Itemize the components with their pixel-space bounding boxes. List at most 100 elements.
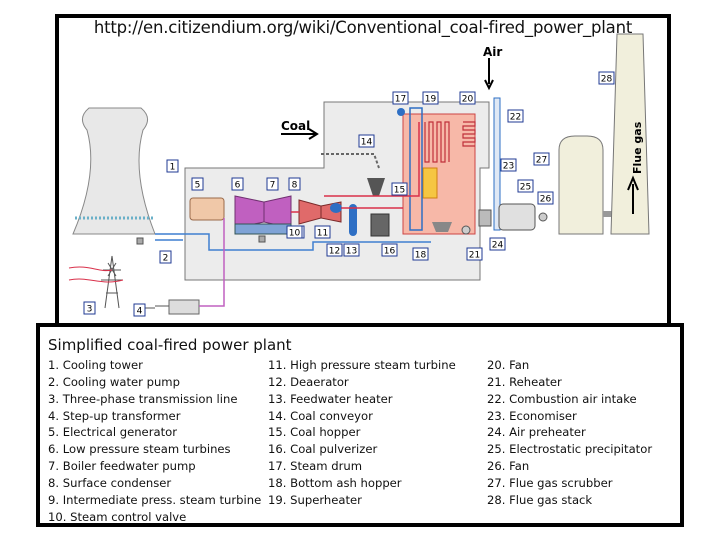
callout-number-1: 1: [170, 163, 176, 173]
legend-item: 5. Electrical generator: [48, 425, 177, 440]
coal-arrow: [281, 128, 319, 140]
reheater: [462, 121, 476, 147]
callout-number-26: 26: [540, 195, 552, 205]
callout-number-3: 3: [87, 305, 93, 315]
legend-item: 19. Superheater: [268, 492, 362, 507]
coal-conveyor: [321, 153, 380, 169]
callout-box-19: [422, 91, 439, 105]
callout-box-20: [459, 91, 476, 105]
legend-item: 26. Fan: [487, 459, 530, 474]
callout-number-15: 15: [394, 186, 405, 196]
callout-number-6: 6: [235, 181, 241, 191]
callout-number-10: 10: [289, 229, 301, 239]
callout-box-26: [537, 191, 554, 205]
callout-number-23: 23: [503, 162, 514, 172]
legend-item: 15. Coal hopper: [268, 425, 361, 440]
coal-pulverizer: [370, 213, 390, 237]
legend-column-1: 1. Cooling tower 2. Cooling water pump 3…: [48, 357, 261, 525]
callout-box-2: [159, 250, 172, 264]
callout-number-28: 28: [601, 75, 613, 85]
legend-item: 24. Air preheater: [487, 425, 586, 440]
legend-item: 28. Flue gas stack: [487, 492, 593, 507]
callout-box-5: [191, 177, 204, 191]
legend-item: 7. Boiler feedwater pump: [48, 459, 196, 474]
diagram-panel: Flue gas Coal Air 1234567891011121314151…: [55, 14, 671, 328]
callout-number-7: 7: [270, 181, 276, 191]
legend-item: 22. Combustion air intake: [487, 391, 637, 406]
cooling-water-pipes: [155, 233, 431, 251]
superheater: [424, 121, 450, 163]
fan-20: [461, 225, 471, 235]
legend-item: 18. Bottom ash hopper: [268, 475, 402, 490]
callout-box-10: [286, 225, 303, 239]
callout-box-1: [166, 159, 179, 173]
callout-box-24: [489, 237, 506, 251]
coal-hopper: [367, 178, 385, 196]
air-arrow: [484, 58, 494, 91]
callout-number-12: 12: [329, 247, 340, 257]
legend-title: Simplified coal-fired power plant: [48, 336, 292, 354]
legend-item: 14. Coal conveyor: [268, 408, 373, 423]
callout-layer: 1234567891011121314151617181920212223242…: [83, 71, 615, 317]
callout-number-13: 13: [346, 247, 357, 257]
callout-box-12: [326, 243, 343, 257]
callout-box-15: [391, 182, 408, 196]
feedwater-pump: [258, 235, 266, 243]
legend-item: 4. Step-up transformer: [48, 408, 181, 423]
callout-box-22: [507, 109, 524, 123]
callout-number-16: 16: [384, 247, 396, 257]
callout-box-28: [598, 71, 615, 85]
callout-box-18: [412, 247, 429, 261]
legend-item: 1. Cooling tower: [48, 358, 143, 372]
water-walls: [409, 107, 423, 231]
callout-number-25: 25: [520, 183, 531, 193]
legend-item: 23. Economiser: [487, 408, 577, 423]
callout-number-19: 19: [425, 95, 437, 105]
air-intake-duct: [493, 97, 501, 231]
callout-number-2: 2: [163, 254, 169, 264]
cooling-water-pump: [136, 237, 144, 245]
callout-box-21: [466, 247, 483, 261]
legend-item: 21. Reheater: [487, 374, 562, 389]
callout-box-25: [517, 179, 534, 193]
callout-number-11: 11: [317, 229, 328, 239]
callout-number-22: 22: [510, 113, 521, 123]
callout-number-17: 17: [395, 95, 406, 105]
callout-box-3: [83, 301, 96, 315]
legend-item: 17. Steam drum: [268, 459, 363, 474]
callout-box-14: [358, 134, 375, 148]
boiler: [402, 113, 476, 235]
callout-box-4: [133, 303, 146, 317]
legend-item: 13. Feedwater heater: [268, 391, 393, 406]
callout-number-21: 21: [469, 251, 480, 261]
legend-item: 6. Low pressure steam turbines: [48, 442, 231, 457]
legend-item: 10. Steam control valve: [48, 509, 187, 524]
generator-cable: [199, 218, 225, 307]
legend-panel: Simplified coal-fired power plant 1. Coo…: [36, 323, 684, 527]
legend-item: 2. Cooling water pump: [48, 374, 180, 389]
legend-item: 11. High pressure steam turbine: [268, 358, 456, 372]
callout-number-4: 4: [137, 307, 143, 317]
legend-item: 9. Intermediate press. steam turbine: [48, 492, 262, 507]
step-up-transformer: [168, 299, 200, 315]
legend-item: 3. Three-phase transmission line: [48, 391, 238, 406]
legend-column-3: 20. Fan 21. Reheater 22. Combustion air …: [487, 357, 652, 509]
lp-turbine: [234, 195, 265, 229]
cooling-tower: [72, 107, 156, 235]
feedwater-heater: [349, 204, 357, 236]
electrical-generator: [189, 197, 225, 221]
fan-26: [538, 212, 548, 222]
callout-number-8: 8: [292, 181, 298, 191]
callout-box-16: [381, 243, 398, 257]
steam-pipes: [291, 122, 420, 213]
legend-item: 20. Fan: [487, 358, 530, 372]
surface-condenser: [234, 223, 292, 235]
air-label: Air: [483, 45, 502, 59]
callout-number-24: 24: [492, 241, 504, 251]
bottom-ash-hopper: [432, 222, 452, 232]
callout-box-11: [314, 225, 331, 239]
callout-box-7: [266, 177, 279, 191]
power-plant-diagram: Flue gas Coal Air 1234567891011121314151…: [68, 33, 650, 317]
callout-box-13: [343, 243, 360, 257]
legend-item: 25. Electrostatic precipitator: [487, 442, 653, 457]
